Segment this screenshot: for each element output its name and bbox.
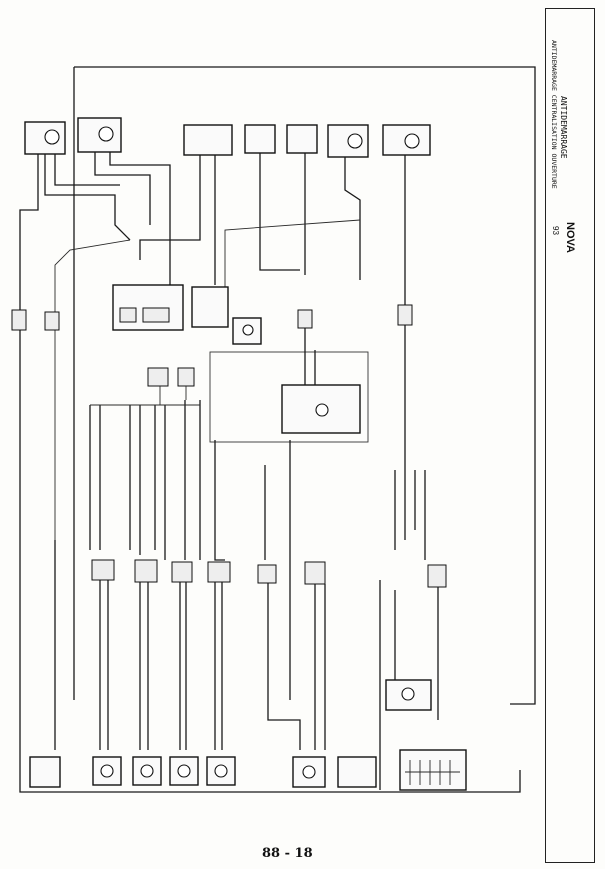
- connector-block: [207, 561, 231, 583]
- center-unit: [209, 328, 369, 443]
- brand: NOVA: [564, 222, 576, 253]
- frame-wire: [19, 66, 536, 793]
- lamp-icon: [347, 133, 363, 149]
- connector-block: [134, 559, 158, 583]
- upper-connectors: [11, 304, 413, 387]
- middle-left-modules: [112, 284, 262, 345]
- lamp-icon: [100, 764, 114, 778]
- connector-block: [91, 559, 115, 581]
- connector-block: [11, 309, 27, 331]
- lamp-icon: [98, 126, 114, 142]
- bottom-component-row: [29, 749, 467, 791]
- connector-block: [177, 367, 195, 387]
- connector-block: [297, 309, 313, 329]
- lower-wiring: [54, 540, 439, 790]
- lamp-icon: [44, 129, 60, 145]
- lamp-icon: [302, 765, 316, 779]
- lower-connectors: [91, 559, 447, 711]
- connector-block: [304, 561, 326, 585]
- motor-icon: [315, 403, 329, 417]
- component-box-15: [292, 756, 326, 788]
- top-wiring: [19, 152, 406, 540]
- top-component-row: [24, 117, 431, 158]
- lamp-icon: [242, 324, 254, 336]
- middle-wire-bundles: [89, 386, 426, 700]
- title: ANTIDEMARRAGE: [559, 96, 568, 159]
- lamp-icon: [401, 687, 415, 701]
- component-box-4: [244, 124, 276, 154]
- connector-block: [44, 311, 60, 331]
- connector-block: [171, 561, 193, 583]
- title-block: [545, 8, 595, 863]
- component-box-16: [337, 756, 377, 788]
- code: 93: [551, 226, 560, 235]
- center-unit-outline: [209, 351, 369, 443]
- bottom-right-unit: [399, 749, 467, 791]
- lamp-icon: [177, 764, 191, 778]
- connector-block: [427, 564, 447, 588]
- connector-block: [147, 367, 169, 387]
- subtitle: ANTIDEMARRAGE CENTRALISATION OUVERTURE: [550, 40, 558, 189]
- connector-block: [397, 304, 413, 326]
- component-box-3: [183, 124, 233, 156]
- lamp-icon: [404, 133, 420, 149]
- component-box-10: [29, 756, 61, 788]
- component-box-5: [286, 124, 318, 154]
- lamp-icon: [214, 764, 228, 778]
- module-1501: [191, 286, 229, 328]
- page-number: 88 - 18: [262, 846, 313, 861]
- connector-block: [257, 564, 277, 584]
- lamp-icon: [140, 764, 154, 778]
